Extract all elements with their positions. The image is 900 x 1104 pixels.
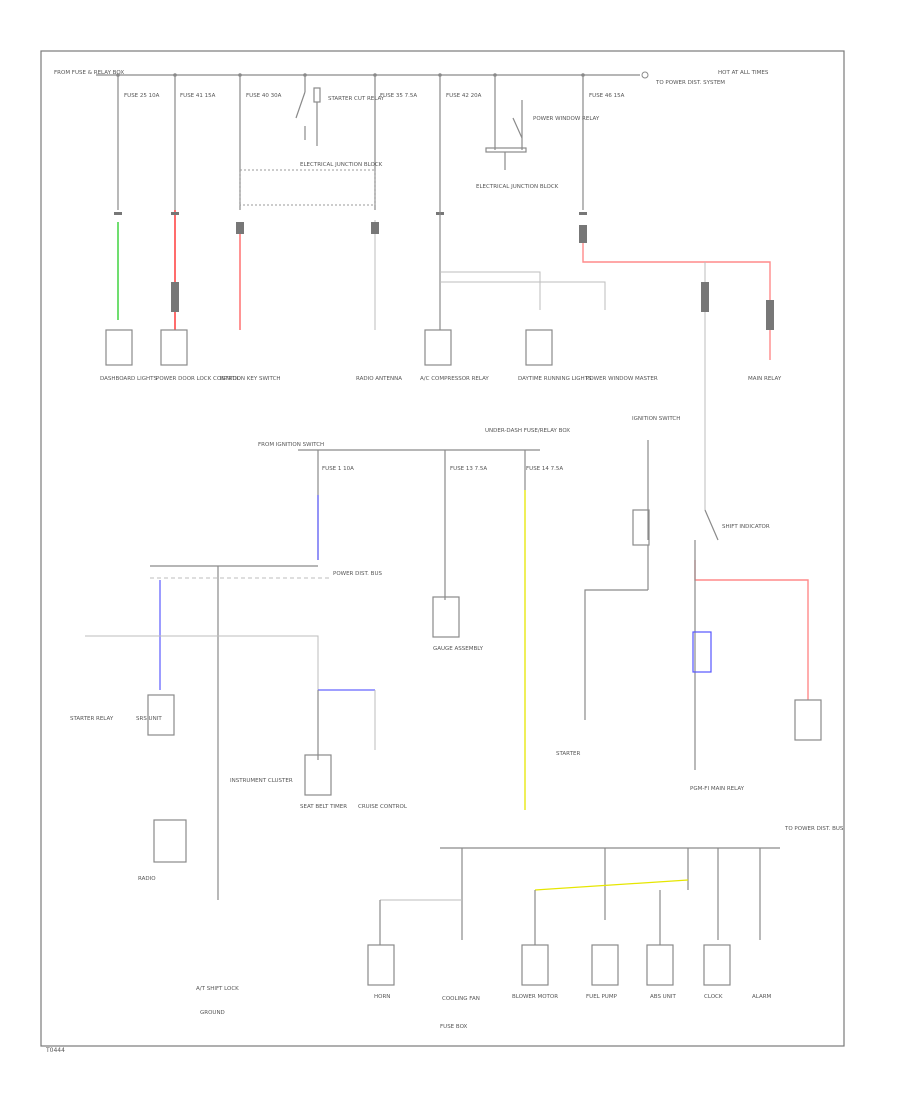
middle-source-label: FROM IGNITION SWITCH (258, 442, 324, 448)
bottom-component-3: BLOWER MOTOR (512, 994, 558, 1000)
middle-fuse-2: FUSE 13 7.5A (450, 466, 487, 472)
branch-a (440, 271, 541, 310)
component-labels-top: DASHBOARD LIGHTS POWER DOOR LOCK CONTROL… (100, 376, 782, 382)
middle-fuse-1: FUSE 1 10A (322, 466, 354, 472)
fuse-label-1: FUSE 25 10A (124, 93, 160, 99)
mid-component-6: CRUISE CONTROL (358, 804, 408, 810)
main-relay-box (794, 699, 822, 741)
mid-branch-right (218, 635, 319, 690)
fuse-label-2: FUSE 41 15A (180, 93, 216, 99)
relay-label-1: STARTER CUT RELAY (328, 96, 385, 102)
bottom-component-5: ABS UNIT (650, 994, 676, 1000)
branch-b (440, 281, 606, 310)
top-bus-end-connector (641, 71, 649, 79)
bottom-component-7: ALARM (752, 994, 772, 1000)
mid-component-2: SRS UNIT (136, 716, 162, 722)
component-boxes-top (105, 329, 553, 366)
mid-component-5: GAUGE ASSEMBLY (433, 646, 484, 652)
mid-component-4: SEAT BELT TIMER (300, 804, 347, 810)
bottom-component-4: FUEL PUMP (586, 994, 618, 1000)
junction-label-1: ELECTRICAL JUNCTION BLOCK (300, 162, 383, 168)
top-source-label: FROM FUSE & RELAY BOX (54, 70, 124, 76)
mid-component-3: INSTRUMENT CLUSTER (230, 778, 293, 784)
ign-switch-contact (704, 509, 719, 541)
wire-pink (582, 225, 771, 360)
bottom-drops (461, 848, 761, 940)
top-component-4: RADIO ANTENNA (356, 376, 402, 382)
bottom-component-1: HORN (374, 994, 390, 1000)
power-window-relay: POWER WINDOW RELAY ELECTRICAL JUNCTION B… (476, 75, 600, 190)
top-end-label: TO POWER DIST. SYSTEM (655, 80, 725, 86)
diagram-frame (40, 50, 845, 1047)
wire-pink-2 (694, 560, 809, 700)
connector-marks-top (114, 212, 774, 330)
top-end-label-right: HOT AT ALL TIMES (718, 70, 769, 76)
starter-cut-relay: STARTER CUT RELAY ELECTRICAL JUNCTION BL… (295, 75, 385, 168)
top-component-8: MAIN RELAY (748, 376, 782, 382)
bottom-bus-label: TO POWER DIST. BUS (784, 826, 844, 832)
relay-label-2: POWER WINDOW RELAY (533, 116, 600, 122)
top-component-6: DAYTIME RUNNING LIGHTS (518, 376, 592, 382)
mid-switch-label: IGNITION SWITCH (632, 416, 680, 422)
starter-relay-box (692, 631, 712, 673)
ign-branch-left (584, 589, 648, 720)
mid-component-boxes (147, 694, 332, 863)
top-component-3: IGNITION KEY SWITCH (220, 376, 281, 382)
bottom-component-boxes (367, 944, 731, 986)
mid-component-1: STARTER RELAY (70, 716, 114, 722)
mid-component-9: SHIFT INDICATOR (722, 524, 770, 530)
mid-junction-label: POWER DIST. BUS (333, 571, 382, 577)
top-component-5: A/C COMPRESSOR RELAY (420, 376, 489, 382)
bottom-ground-label: GROUND (200, 1010, 225, 1016)
mid-component-11: PGM-FI MAIN RELAY (690, 786, 745, 792)
wire-yellow-2 (534, 879, 689, 891)
bottom-group-label: FUSE BOX (440, 1024, 468, 1030)
fuse-label-5: FUSE 42 20A (446, 93, 482, 99)
mid-component-8: A/T SHIFT LOCK (196, 986, 239, 992)
bottom-component-6: CLOCK (704, 994, 723, 1000)
fuse-label-6: FUSE 46 15A (589, 93, 625, 99)
junction-label-2: ELECTRICAL JUNCTION BLOCK (476, 184, 559, 190)
fuse-label-3: FUSE 40 30A (246, 93, 282, 99)
top-component-2: POWER DOOR LOCK CONTROL (156, 376, 241, 382)
top-component-7: POWER WINDOW MASTER (586, 376, 658, 382)
mid-component-10: STARTER (556, 751, 580, 757)
fuse-label-4: FUSE 35 7.5A (380, 93, 417, 99)
middle-title: UNDER-DASH FUSE/RELAY BOX (485, 428, 570, 434)
bottom-component-2: COOLING FAN (442, 996, 480, 1002)
ign-switch-box (632, 509, 650, 546)
junction-block-1 (239, 169, 376, 206)
mid-component-7: RADIO (138, 876, 156, 882)
gauge-assembly-box (432, 596, 460, 638)
middle-fuse-3: FUSE 14 7.5A (526, 466, 563, 472)
footer-code: T0444 (45, 1047, 65, 1054)
top-component-1: DASHBOARD LIGHTS (100, 376, 157, 382)
